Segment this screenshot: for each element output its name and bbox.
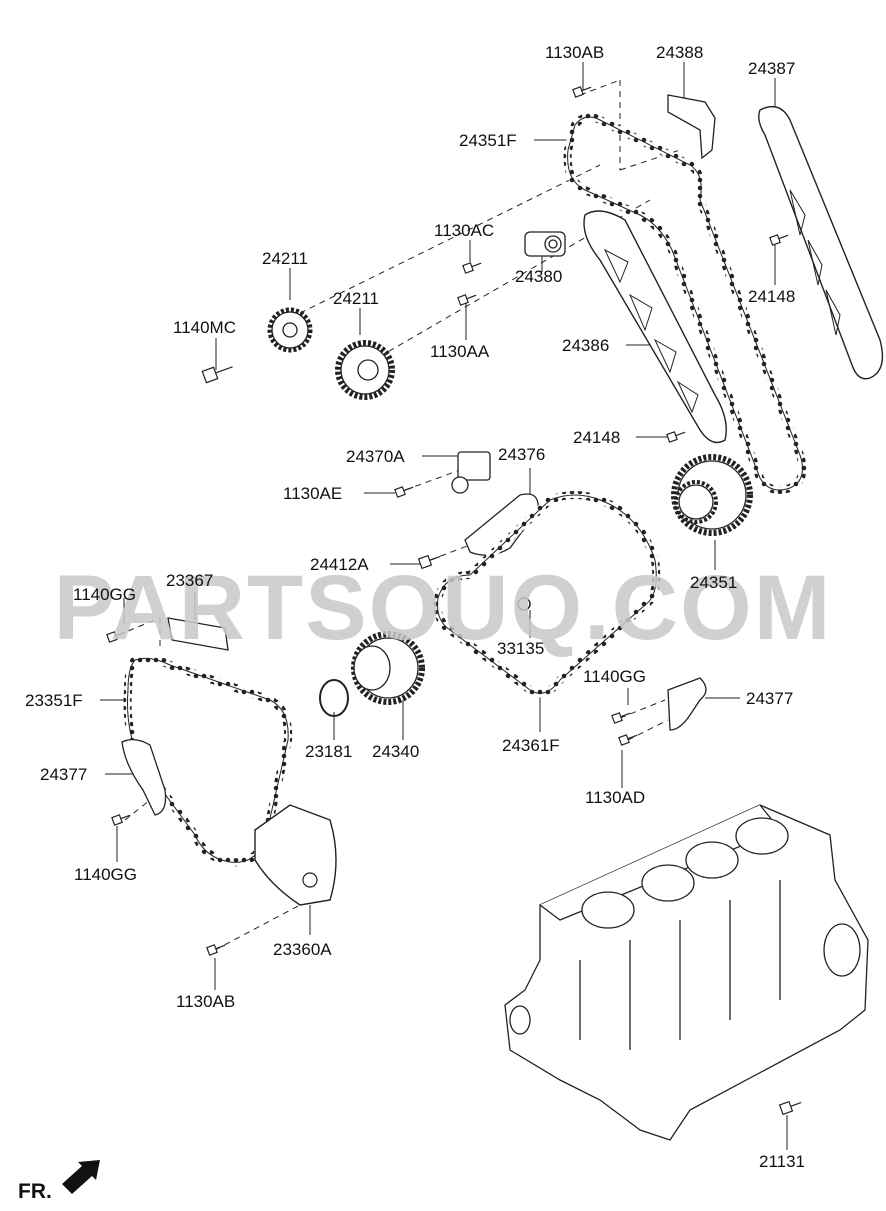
part-label-24148-top[interactable]: 24148: [748, 287, 796, 306]
part-label-24351[interactable]: 24351: [690, 573, 738, 592]
part-label-24361F[interactable]: 24361F: [502, 736, 560, 755]
part-label-24380[interactable]: 24380: [515, 267, 563, 286]
part-label-24377-left[interactable]: 24377: [40, 765, 88, 784]
part-label-23360A[interactable]: 23360A: [273, 940, 332, 959]
part-label-1140GG-left[interactable]: 1140GG: [73, 585, 137, 604]
part-label-24148-mid[interactable]: 24148: [573, 428, 621, 447]
part-label-24386[interactable]: 24386: [562, 336, 610, 355]
part-label-24211-b[interactable]: 24211: [333, 289, 380, 308]
part-label-24340[interactable]: 24340: [372, 742, 420, 761]
part-label-23367[interactable]: 23367: [166, 571, 214, 590]
part-label-24376[interactable]: 24376: [498, 445, 546, 464]
part-label-24370A[interactable]: 24370A: [346, 447, 405, 466]
part-label-24351F[interactable]: 24351F: [459, 131, 517, 150]
part-label-1130AD[interactable]: 1130AD: [585, 788, 646, 807]
part-label-23351F[interactable]: 23351F: [25, 691, 83, 710]
part-label-33135[interactable]: 33135: [497, 639, 545, 658]
part-label-24388[interactable]: 24388: [656, 43, 704, 62]
part-label-1130AE[interactable]: 1130AE: [283, 484, 343, 503]
part-label-24412A[interactable]: 24412A: [310, 555, 369, 574]
part-label-1140MC[interactable]: 1140MC: [173, 318, 236, 337]
part-label-1130AA[interactable]: 1130AA: [430, 342, 490, 361]
part-label-24387[interactable]: 24387: [748, 59, 796, 78]
watermark: PARTSOUQ.COM: [53, 557, 833, 659]
part-label-23181[interactable]: 23181: [305, 742, 353, 761]
part-label-1130AB-top[interactable]: 1130AB: [545, 43, 605, 62]
part-label-1130AC[interactable]: 1130AC: [434, 221, 495, 240]
part-label-1130AB-bottom[interactable]: 1130AB: [176, 992, 236, 1011]
part-label-1140GG-right[interactable]: 1140GG: [583, 667, 647, 686]
part-label-24211-a[interactable]: 24211: [262, 249, 309, 268]
front-direction-label: FR.: [18, 1180, 52, 1203]
part-label-24377-right[interactable]: 24377: [746, 689, 794, 708]
part-label-1140GG-bottom[interactable]: 1140GG: [74, 865, 138, 884]
part-label-21131[interactable]: 21131: [759, 1152, 806, 1171]
